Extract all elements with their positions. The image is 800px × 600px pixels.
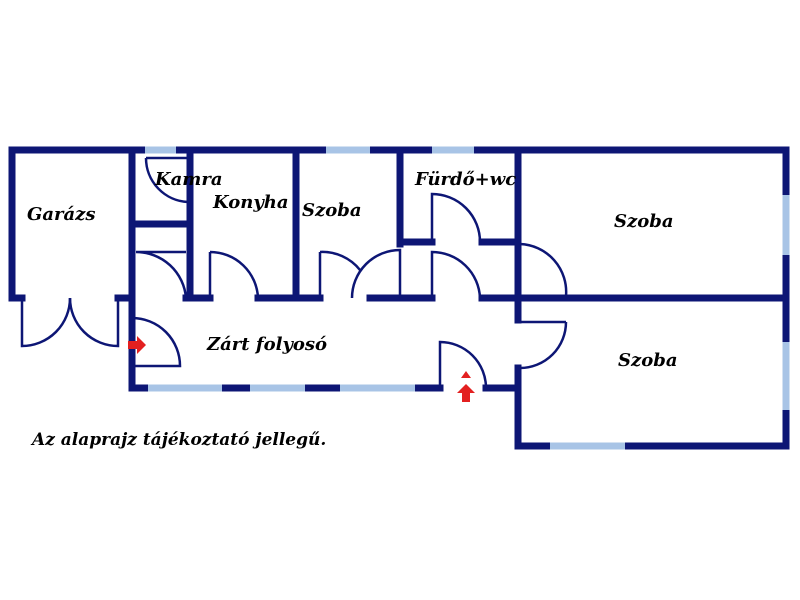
arrow-up-icon xyxy=(457,371,475,402)
door-szoba-small xyxy=(318,250,361,298)
door-konyha xyxy=(208,250,260,299)
door-entrance-bottom xyxy=(438,340,488,389)
windows xyxy=(145,146,790,450)
room-label-konyha: Konyha xyxy=(212,192,289,213)
room-label-szoba-small: Szoba xyxy=(302,200,361,221)
door-garage-inner xyxy=(135,250,188,299)
room-label-garazs: Garázs xyxy=(27,204,96,225)
room-label-folyoso: Zárt folyosó xyxy=(206,334,327,355)
arrow-right-icon xyxy=(128,336,146,354)
door-szoba-corridor xyxy=(350,248,402,299)
room-label-szoba-bottom-right: Szoba xyxy=(618,350,677,371)
room-label-furdo: Fürdő+wc xyxy=(414,169,516,190)
room-label-szoba-top-right: Szoba xyxy=(614,211,673,232)
door-garage xyxy=(20,297,120,348)
room-label-kamra: Kamra xyxy=(154,169,223,190)
door-szoba-top-right xyxy=(430,242,568,299)
door-szoba-bottom-right xyxy=(519,320,568,370)
doors xyxy=(20,156,568,389)
disclaimer-note: Az alaprajz tájékoztató jellegű. xyxy=(30,430,326,450)
door-kamra xyxy=(144,156,189,204)
door-bath xyxy=(430,192,482,243)
